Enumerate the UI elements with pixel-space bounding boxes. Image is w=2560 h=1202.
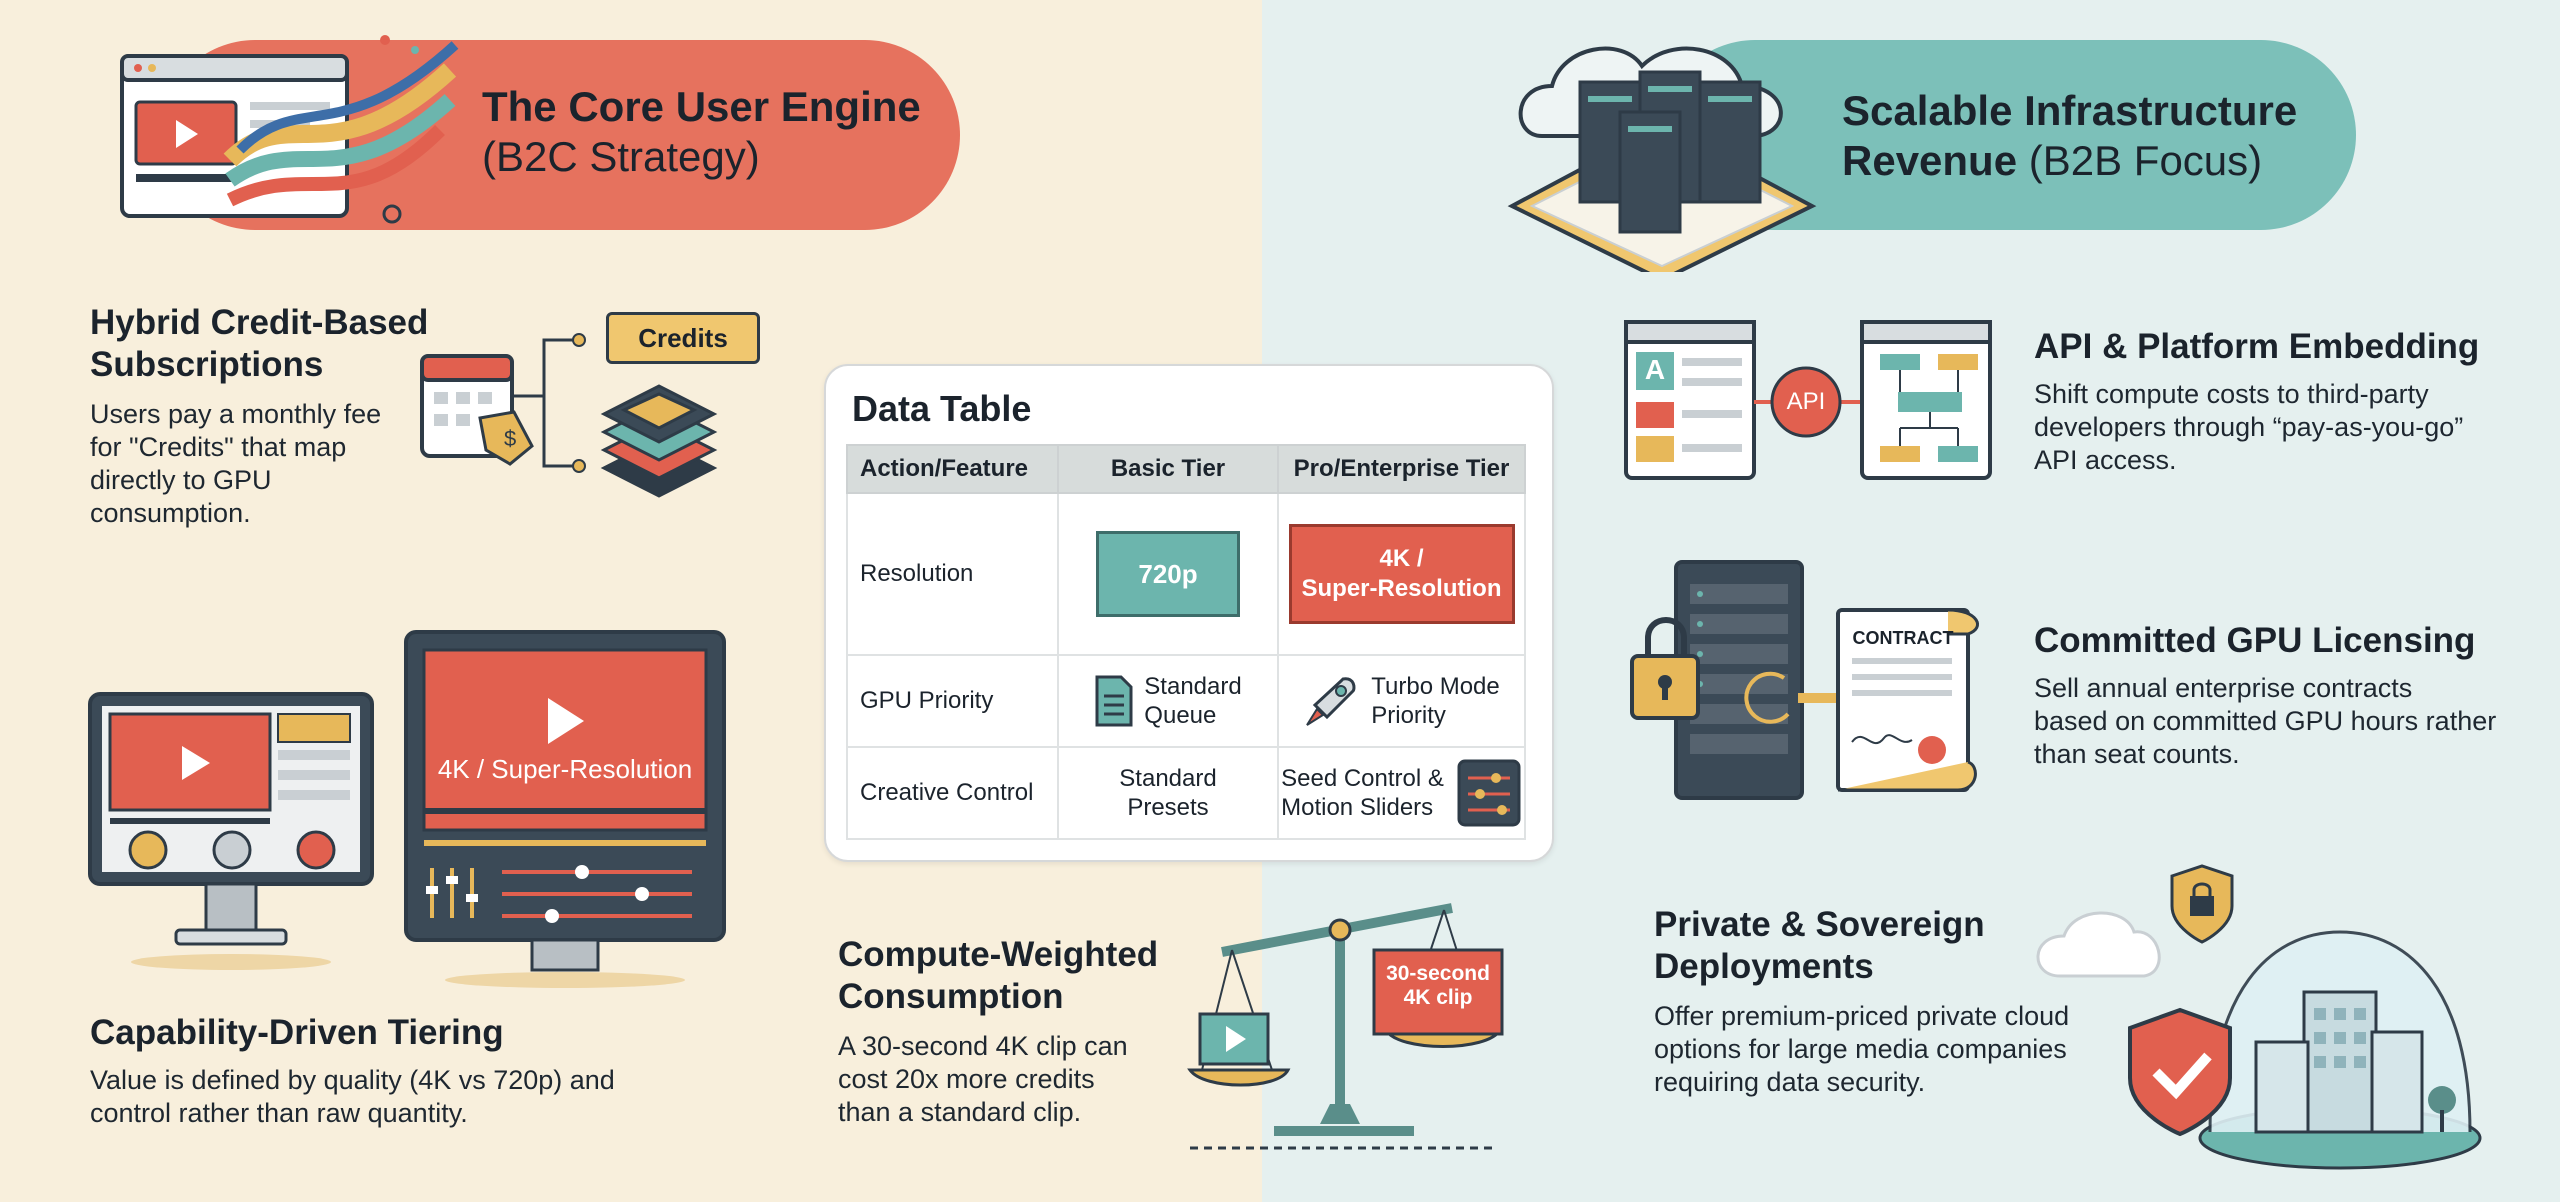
- row-pro-resolution: 4K /Super-Resolution: [1277, 492, 1526, 656]
- server-contract-icon: [1630, 560, 1979, 800]
- capability-section-title: Capability-Driven Tiering: [90, 1013, 504, 1052]
- rocket-icon: [1306, 677, 1356, 726]
- sliders-icon: [1457, 759, 1521, 827]
- document-icon: [1095, 675, 1133, 727]
- row-pro-creative: Seed Control &Motion Sliders: [1277, 746, 1526, 840]
- svg-text:$: $: [504, 426, 516, 451]
- server-rack-icon: [1507, 46, 1817, 272]
- api-embed-icon: [1624, 320, 1992, 480]
- committed-section-title: Committed GPU Licensing: [2034, 621, 2476, 660]
- credits-tag: Credits: [606, 312, 760, 364]
- secure-dome-icon: [2036, 864, 2482, 1170]
- video-browser-icon: [120, 35, 459, 224]
- monitor-resolution-label: 4K / Super-Resolution: [437, 754, 693, 784]
- small-monitor-icon: [88, 692, 374, 970]
- api-section-title: API & Platform Embedding: [2034, 327, 2480, 366]
- data-table: Action/Feature Basic Tier Pro/Enterprise…: [846, 444, 1526, 840]
- table-header-basic: Basic Tier: [1057, 444, 1279, 494]
- large-monitor-icon: [404, 630, 726, 988]
- table-header-feature: Action/Feature: [846, 444, 1059, 494]
- data-table-title: Data Table: [852, 388, 1032, 429]
- row-feature-resolution: Resolution: [846, 492, 1059, 656]
- table-header-pro: Pro/Enterprise Tier: [1277, 444, 1526, 494]
- contract-label: CONTRACT: [1852, 628, 1954, 648]
- row-feature-gpu: GPU Priority: [846, 654, 1059, 748]
- resolution-720p-chip: 720p: [1096, 531, 1240, 617]
- table-row: Resolution 720p 4K /Super-Resolution: [846, 492, 1526, 656]
- resolution-4k-chip: 4K /Super-Resolution: [1288, 524, 1515, 624]
- calendar-credit-icon: $: [420, 333, 718, 498]
- balance-scale-icon: [1187, 903, 1504, 1150]
- capability-section-body: Value is defined by quality (4K vs 720p)…: [90, 1065, 615, 1128]
- b2c-header-title: The Core User Engine(B2C Strategy): [482, 83, 921, 180]
- api-doc-letter: A: [1644, 354, 1666, 385]
- row-basic-resolution: 720p: [1057, 492, 1279, 656]
- row-feature-creative: Creative Control: [846, 746, 1059, 840]
- api-badge-label: API: [1786, 388, 1826, 415]
